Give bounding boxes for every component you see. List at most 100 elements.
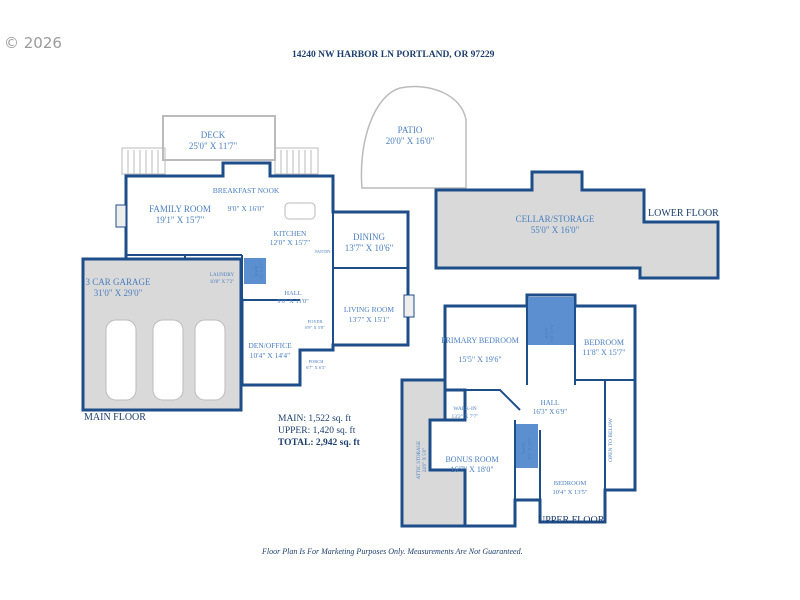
svg-text:PANTRY: PANTRY [315,249,331,254]
deck-name: DECK [201,130,226,140]
lower-floor-cellar [434,170,720,280]
open-to-below-label: OPEN TO BELOW [608,417,614,462]
patio-name: PATIO [398,125,423,135]
upper-bath-name: BATH [521,441,526,454]
main-bath [244,258,266,284]
family-name: FAMILY ROOM [149,204,211,214]
upper-bath-size: 5'4" X 13'2" [527,437,532,459]
upper-bath [516,424,538,468]
upper-floor-walls [428,293,637,528]
attic-name: ATTIC STORAGE [417,441,422,479]
family-size: 19'1" X 15'7" [156,215,205,225]
deck-stairs-left [121,147,166,175]
dining-size: 13'7" X 10'6" [345,243,394,253]
bedroom2-size: 11'8" X 15'7" [583,348,626,357]
main-hall-size: 9'0" X 11'0" [277,298,309,305]
laundry-name: LAUNDRY [210,273,235,278]
primary-size: 15'5" X 19'6" [458,355,501,364]
bedroom3-size: 10'4" X 13'5" [552,489,587,496]
bonus-size: 16'7" X 18'0" [450,465,493,474]
upper-hall-name: HALL [541,399,560,407]
nook-size: 9'0" X 16'0" [228,204,265,213]
walkin-name: WALK-IN [453,406,477,412]
main-bath-name: BATH [254,266,259,277]
foyer-name: FOYER [308,319,323,324]
laundry-size: 10'8" X 7'2" [210,280,235,285]
main-sqft: MAIN: 1,522 sq. ft [278,414,352,424]
svg-text:OPEN TO BELOW: OPEN TO BELOW [608,417,614,462]
kitchen-name: KITCHEN [274,229,307,238]
main-floor-label: MAIN FLOOR [84,412,146,423]
fireplace-family [115,204,127,228]
primary-bath-name: BATH [544,328,549,339]
garage-name: 3 CAR GARAGE [85,277,151,287]
bedroom3-name: BEDROOM [554,480,587,487]
fireplace-living [403,294,415,318]
nook-name: BREAKFAST NOOK [213,186,280,195]
garage-size: 31'0" X 29'0" [94,288,143,298]
lower-floor-label: LOWER FLOOR [648,208,719,219]
dining-name: DINING [353,232,385,242]
deck [162,115,276,161]
bedroom2-name: BEDROOM [584,338,624,347]
upper-floor-label: UPPER FLOOR [538,515,605,526]
patio-size: 20'0" X 16'0" [386,136,435,146]
copyright-watermark: © 2026 [4,34,62,52]
bonus-name: BONUS ROOM [445,455,498,464]
den-name: DEN/OFFICE [248,341,292,350]
living-name: LIVING ROOM [344,305,395,314]
garage-cars [105,319,226,401]
svg-text:BATH5'0" X 5'1": BATH5'0" X 5'1" [254,262,264,280]
primary-bath [528,297,574,345]
main-hall-name: HALL [284,290,301,297]
upper-sqft: UPPER: 1,420 sq. ft [278,426,356,436]
attic-size: 24'0" X 5'0" [423,448,428,473]
kitchen-island [284,202,316,220]
pantry-name: PANTRY [315,249,331,254]
attic-storage [400,378,467,528]
primary-name: PRIMARY BEDROOM [441,336,519,345]
porch-size: 6'7" X 6'3" [306,365,326,370]
cellar-name: CELLAR/STORAGE [516,214,595,224]
foyer-size: 6'9" X 5'8" [305,325,325,330]
deck-size: 25'0" X 11'7" [189,141,238,151]
svg-text:ATTIC STORAGE24'0" X 5'0": ATTIC STORAGE24'0" X 5'0" [417,441,428,479]
svg-text:BATH15'0" X 9'0": BATH15'0" X 9'0" [544,323,554,343]
walkin-size: 13'2" X 7'7" [452,414,479,420]
cellar-size: 55'0" X 16'0" [531,225,580,235]
primary-bath-size: 15'0" X 9'0" [549,323,554,343]
deck-stairs-right [274,147,319,175]
main-bath-size: 5'0" X 5'1" [259,262,264,280]
property-address: 14240 NW HARBOR LN PORTLAND, OR 97229 [292,50,495,60]
den-size: 10'4" X 14'4" [250,351,291,360]
upper-hall-size: 16'3" X 6'9" [533,408,567,416]
porch-name: PORCH [308,359,324,364]
disclaimer: Floor Plan Is For Marketing Purposes Onl… [262,547,523,556]
patio [360,85,467,189]
total-sqft: TOTAL: 2,942 sq. ft [278,438,360,448]
svg-text:BATH5'4" X 13'2": BATH5'4" X 13'2" [521,437,532,459]
living-size: 13'7" X 15'1" [349,315,390,324]
kitchen-size: 12'0" X 15'7" [270,238,311,247]
